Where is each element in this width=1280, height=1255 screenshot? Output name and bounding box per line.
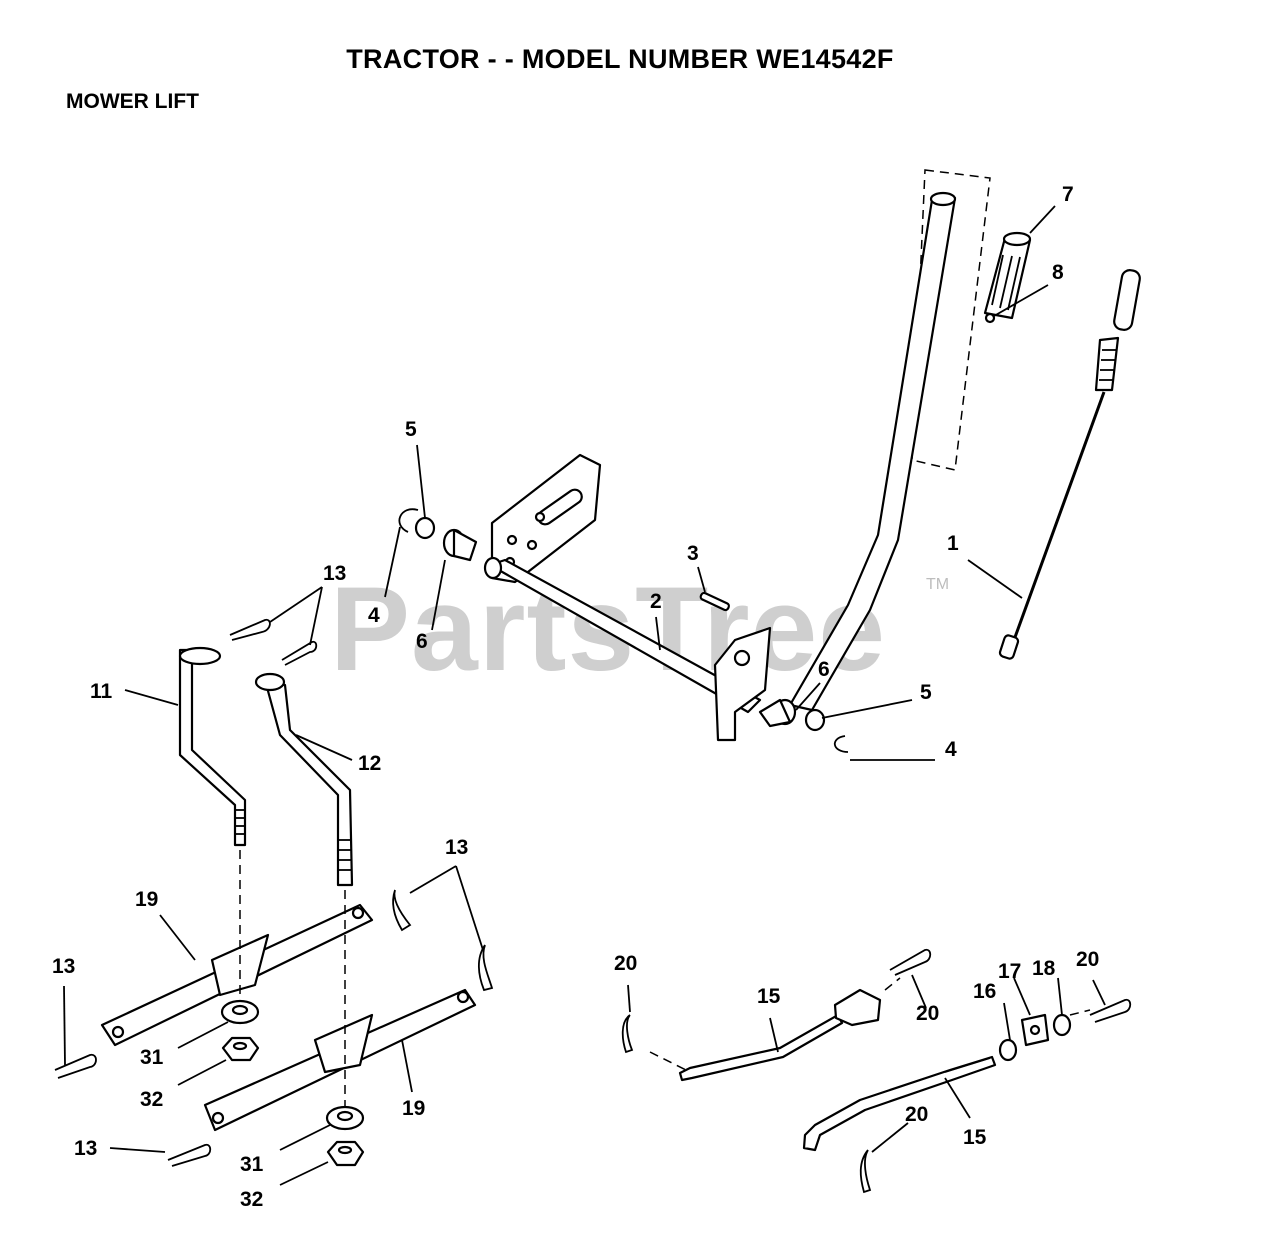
callout-32-upper: 32 <box>140 1088 163 1111</box>
callout-4-left: 4 <box>368 604 380 627</box>
lift-link-left <box>178 646 247 847</box>
callout-32-lower: 32 <box>240 1188 263 1211</box>
bushing-right <box>758 698 797 728</box>
callout-6-right: 6 <box>818 658 830 681</box>
alignment-lines <box>239 850 1091 1110</box>
washer-right <box>804 708 826 732</box>
diagram-title: TRACTOR - - MODEL NUMBER WE14542F <box>346 44 894 74</box>
callout-20-mid: 20 <box>916 1002 939 1025</box>
callout-18: 18 <box>1032 957 1056 980</box>
lift-arm-lower <box>203 988 477 1132</box>
callout-19-upper: 19 <box>135 888 158 911</box>
callout-12: 12 <box>358 752 381 775</box>
leader-lines <box>63 205 1106 1186</box>
mounting-bracket <box>490 453 602 584</box>
callout-7: 7 <box>1062 183 1074 206</box>
callout-11: 11 <box>90 680 113 703</box>
callout-2: 2 <box>650 590 662 613</box>
lift-arm-upper <box>100 903 374 1047</box>
callout-13-bottom: 13 <box>74 1137 97 1160</box>
hex-nut-upper <box>221 1036 260 1062</box>
callout-15-lower: 15 <box>963 1126 987 1149</box>
bushing-left <box>442 528 478 562</box>
callout-4-right: 4 <box>945 738 957 761</box>
callout-15-upper: 15 <box>757 985 781 1008</box>
lift-handle <box>788 191 957 712</box>
hairpin-left <box>398 508 419 533</box>
callout-5-right: 5 <box>920 681 932 704</box>
callout-5-left: 5 <box>405 418 417 441</box>
callout-20-right: 20 <box>1076 948 1099 971</box>
callout-31-lower: 31 <box>240 1153 264 1176</box>
callout-20-left: 20 <box>614 952 637 975</box>
lift-rod-upper <box>678 988 882 1082</box>
callout-13-right: 13 <box>445 836 468 859</box>
washer-left <box>414 516 436 540</box>
bushing-nut-lower <box>325 1105 365 1131</box>
release-rod <box>998 269 1141 660</box>
callout-13-top: 13 <box>323 562 346 585</box>
callout-8: 8 <box>1052 261 1064 284</box>
cotter-pins-20 <box>621 948 1132 1194</box>
callout-1: 1 <box>947 532 959 555</box>
callout-3: 3 <box>687 542 699 565</box>
nut-18 <box>1052 1013 1072 1037</box>
lift-link-right <box>254 672 354 887</box>
watermark-trademark: TM <box>926 576 950 593</box>
handle-grip <box>983 231 1032 320</box>
callout-16: 16 <box>973 980 996 1003</box>
callout-6-left: 6 <box>416 630 428 653</box>
callout-31-upper: 31 <box>140 1046 164 1069</box>
lift-shaft <box>483 556 772 742</box>
callout-20-bottom: 20 <box>905 1103 928 1126</box>
hairpin-right <box>833 735 849 753</box>
callout-19-lower: 19 <box>402 1097 425 1120</box>
grip-pin <box>984 312 996 324</box>
callout-labels: 1 2 3 4 4 5 5 6 6 7 8 11 12 13 13 13 13 … <box>52 183 1099 1211</box>
callout-13-left: 13 <box>52 955 75 978</box>
bushing-nut-upper <box>220 999 260 1025</box>
roll-pin <box>699 591 730 612</box>
trunnion-17 <box>1020 1013 1050 1047</box>
washer-16 <box>998 1038 1018 1062</box>
hex-nut-lower <box>326 1140 365 1167</box>
callout-17: 17 <box>998 960 1021 983</box>
hairpin-clips-13 <box>54 618 494 1167</box>
diagram-subtitle: MOWER LIFT <box>66 90 199 113</box>
